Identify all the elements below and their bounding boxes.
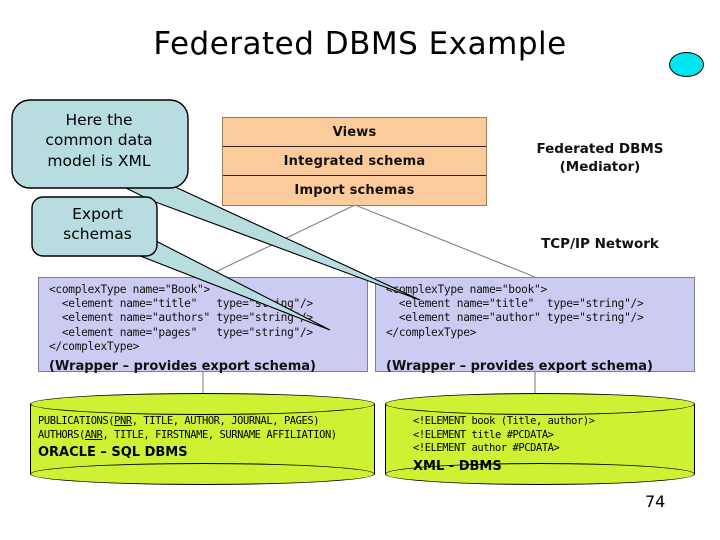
- wrapper-left-code-line-5: </complexType>: [49, 339, 140, 353]
- wrapper-right-code-line-3: <element name="author" type="string"/>: [386, 311, 644, 325]
- page-number: 74: [645, 492, 666, 511]
- cylinder-bottom-ellipse: [30, 463, 375, 485]
- database-cylinder-oracle: PUBLICATIONS(PNR, TITLE, AUTHOR, JOURNAL…: [30, 393, 375, 485]
- cyan-ellipse-bullet-icon: [669, 52, 704, 77]
- database-cylinder-xml: <!ELEMENT book (Title, author)> <!ELEMEN…: [385, 393, 695, 485]
- wrapper-right-caption: (Wrapper – provides export schema): [386, 359, 653, 375]
- cylinder-top-ellipse: [30, 393, 375, 415]
- mediator-row-import-schemas: Import schemas: [223, 176, 486, 205]
- wrapper-left-code-line-4: <element name="pages" type="string"/>: [49, 325, 313, 339]
- wrapper-box-right: <complexType name="book"> <element name=…: [375, 277, 695, 375]
- xml-schema-content: <!ELEMENT book (Title, author)> <!ELEMEN…: [385, 415, 720, 474]
- wrapper-left-code-line-3: <element name="authors" type="string"/>: [49, 311, 313, 325]
- cylinder-top-ellipse: [385, 393, 695, 415]
- wrapper-box-left: <complexType name="Book"> <element name=…: [38, 277, 368, 375]
- oracle-schema-content: PUBLICATIONS(PNR, TITLE, AUTHOR, JOURNAL…: [30, 415, 383, 460]
- mediator-row-views: Views: [223, 118, 486, 147]
- oracle-schema-line-2: AUTHORS(ANR, TITLE, FIRSTNAME, SURNAME A…: [38, 428, 337, 441]
- callout-2-bubble: [31, 196, 158, 257]
- callout-1-bubble: [11, 99, 189, 189]
- wrapper-right-code-line-2: <element name="title" type="string"/>: [386, 297, 644, 311]
- wrapper-right-code-line-4: </complexType>: [386, 325, 477, 339]
- xml-schema-line-2: <!ELEMENT title #PCDATA>: [413, 428, 554, 441]
- mediator-stack: Views Integrated schema Import schemas: [222, 117, 487, 206]
- xml-schema-line-3: <!ELEMENT author #PCDATA>: [413, 442, 560, 454]
- xml-schema-line-1: <!ELEMENT book (Title, author)>: [413, 415, 595, 427]
- cylinder-bottom-ellipse: [385, 463, 695, 485]
- wrapper-left-code-line-1: <complexType name="Book">: [49, 283, 210, 296]
- federated-dbms-label: Federated DBMS (Mediator): [536, 141, 664, 176]
- callout-1-tail: [118, 179, 421, 301]
- wrapper-left-code-line-2: <element name="title" type="string"/>: [49, 297, 313, 311]
- wrapper-left-caption: (Wrapper – provides export schema): [49, 359, 316, 375]
- mediator-row-integrated-schema: Integrated schema: [223, 147, 486, 176]
- xml-caption: XML - DBMS: [413, 458, 502, 474]
- connector-mediator-to-right-wrapper: [354, 204, 536, 278]
- page-title: Federated DBMS Example: [153, 26, 567, 62]
- oracle-schema-line-1: PUBLICATIONS(PNR, TITLE, AUTHOR, JOURNAL…: [38, 415, 320, 427]
- tcpip-network-label: TCP/IP Network: [541, 236, 659, 252]
- oracle-caption: ORACLE – SQL DBMS: [38, 445, 188, 460]
